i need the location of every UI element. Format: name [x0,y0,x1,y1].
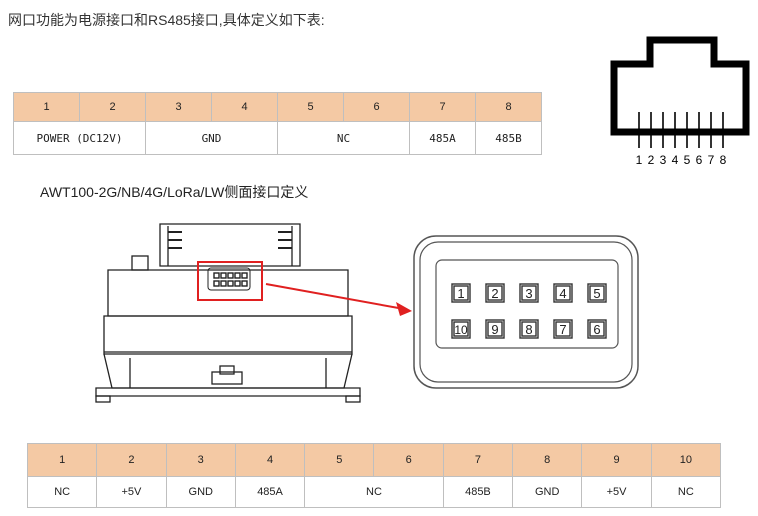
rj45-pin-number: 1 [636,153,643,167]
connector-pin-label: 9 [491,322,498,337]
device-outline [95,223,361,403]
connector-pin-label: 7 [559,322,566,337]
rj45-header-row: 1 2 3 4 5 6 7 8 [13,92,542,122]
connector-pins [451,283,607,339]
rj45-pin-number: 7 [708,153,715,167]
connector-pin-label: 3 [525,286,532,301]
side-header-cell: 5 [304,443,375,477]
rj45-header-cell: 8 [475,92,542,122]
side-value-cell: GND [512,476,583,508]
side-header-cell: 3 [165,443,236,477]
side-header-cell: 9 [581,443,652,477]
connector-pin-label: 5 [593,286,600,301]
connector-pin-label: 4 [559,286,566,301]
rj45-header-cell: 1 [13,92,80,122]
side-pin-table: 1 2 3 4 5 6 7 8 9 10 NC +5V GND 485A NC … [26,443,722,508]
rj45-pin-table: 1 2 3 4 5 6 7 8 POWER (DC12V) GND NC 485… [13,92,542,155]
side-value-cell: +5V [96,476,167,508]
side-value-cell: NC [650,476,722,508]
side-header-cell: 7 [442,443,514,477]
rj45-value-cell: GND [145,121,278,155]
side-value-row: NC +5V GND 485A NC 485B GND +5V NC [26,476,722,508]
rj45-value-cell: 485B [475,121,542,155]
side-port-title: AWT100-2G/NB/4G/LoRa/LW侧面接口定义 [40,184,309,200]
port-highlight-box [197,261,263,301]
rj45-value-cell: NC [277,121,410,155]
rj45-header-cell: 3 [145,92,212,122]
rj45-pin-number: 4 [672,153,679,167]
rj45-pin-number: 8 [720,153,727,167]
rj45-pin-number: 6 [696,153,703,167]
intro-text: 网口功能为电源接口和RS485接口,具体定义如下表: [8,12,325,28]
connector-enlarged [413,235,639,389]
connector-pin-label: 2 [491,286,498,301]
rj45-value-cell: 485A [409,121,476,155]
rj45-header-cell: 5 [277,92,344,122]
rj45-pin-number: 5 [684,153,691,167]
side-header-cell: 8 [512,443,583,477]
rj45-value-cell: POWER (DC12V) [13,121,146,155]
rj45-pin-number: 2 [648,153,655,167]
side-header-cell: 4 [234,443,306,477]
side-header-row: 1 2 3 4 5 6 7 8 9 10 [26,443,722,477]
side-header-cell: 1 [26,443,98,477]
side-value-cell: NC [304,476,444,508]
device-and-connector-diagram: 1 2 3 4 5 10 9 8 7 6 [95,223,639,403]
side-value-cell: +5V [581,476,652,508]
connector-pin-label: 8 [525,322,532,337]
rj45-jack-diagram: 1 2 3 4 5 6 7 8 [610,36,750,167]
connector-pin-label: 1 [457,286,464,301]
side-header-cell: 10 [650,443,722,477]
side-value-cell: 485A [234,476,306,508]
rj45-header-cell: 6 [343,92,410,122]
side-header-cell: 2 [96,443,167,477]
side-value-cell: GND [165,476,236,508]
rj45-value-row: POWER (DC12V) GND NC 485A 485B [13,121,542,155]
rj45-header-cell: 7 [409,92,476,122]
rj45-pin-number: 3 [660,153,667,167]
red-arrow-head [396,302,412,316]
device-side-port [207,267,251,291]
side-value-cell: NC [26,476,98,508]
connector-pin-label: 10 [454,323,468,337]
rj45-header-cell: 2 [79,92,146,122]
side-header-cell: 6 [373,443,444,477]
side-value-cell: 485B [442,476,514,508]
connector-pin-label: 6 [593,322,600,337]
rj45-header-cell: 4 [211,92,278,122]
